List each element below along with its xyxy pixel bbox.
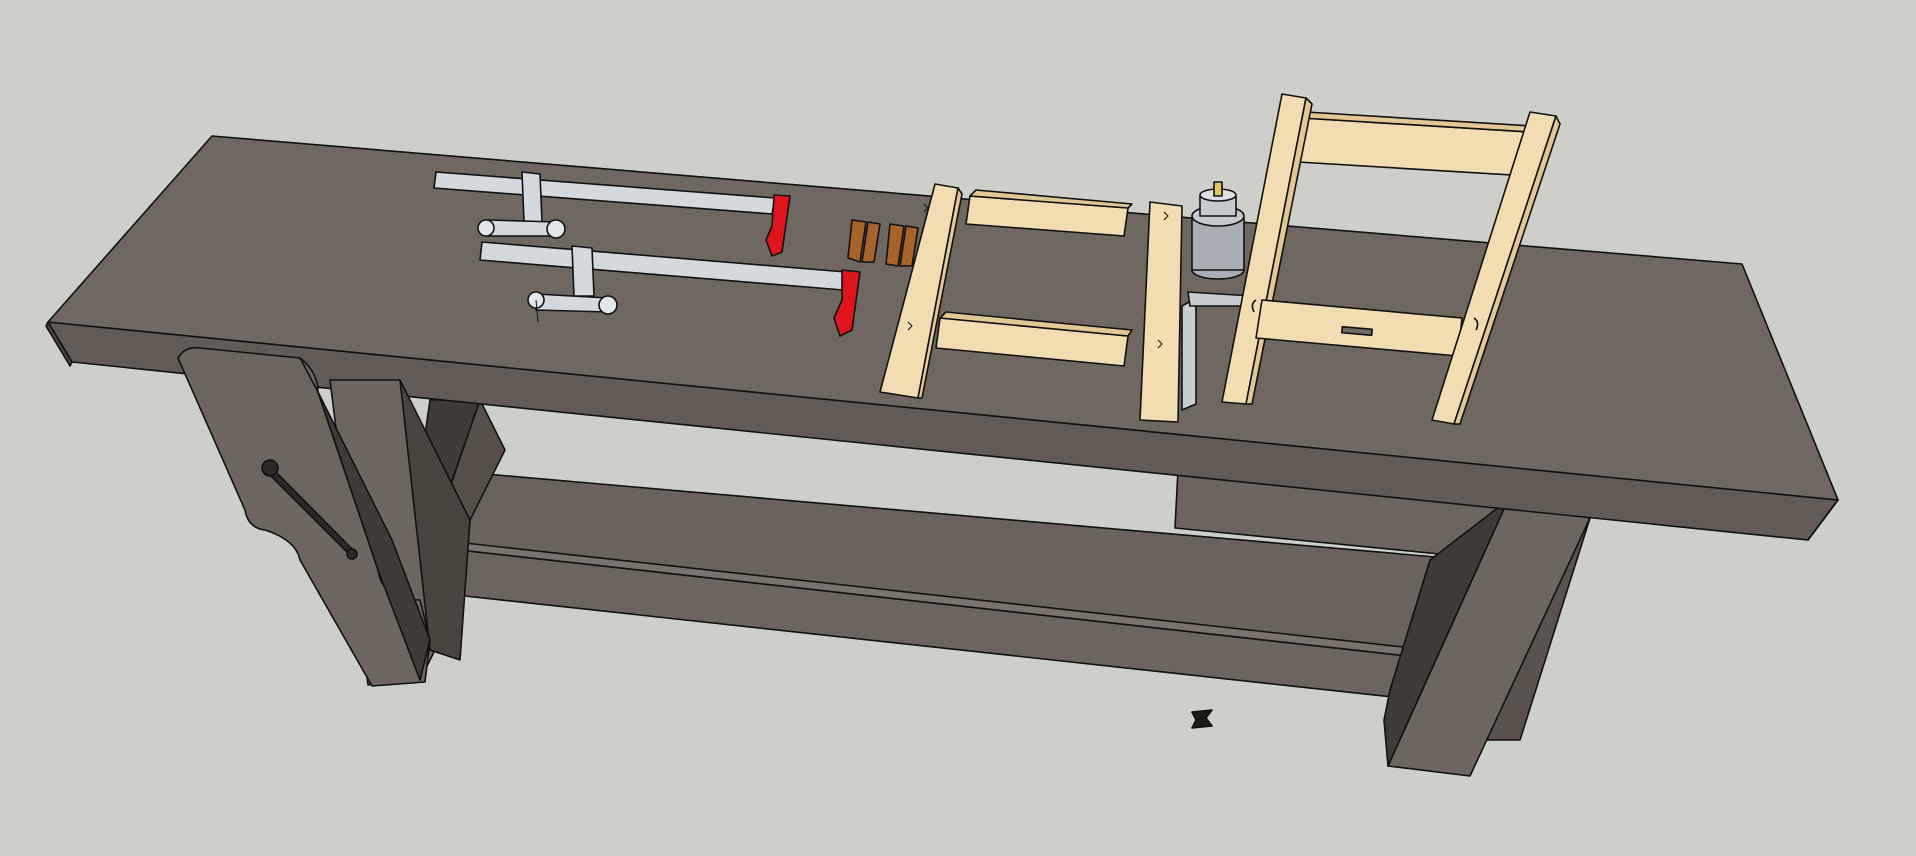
chair-rail-slot <box>1340 325 1374 337</box>
clamp-1-fixed-jaw <box>765 194 791 257</box>
clamp-2-pad-icon <box>598 295 618 315</box>
face-vise[interactable] <box>177 346 431 687</box>
glue-bottle[interactable] <box>1191 181 1245 280</box>
clamp-1-pad-icon <box>546 219 566 239</box>
vise-handle-knob-icon[interactable] <box>261 459 279 477</box>
spacer-1 <box>847 219 867 263</box>
square-blade <box>1181 297 1197 411</box>
clamp-2-fixed-jaw <box>833 269 861 337</box>
frame-lower-rail-top <box>939 311 1133 337</box>
spacer-2 <box>861 221 881 263</box>
frame-upper-rail-top <box>969 189 1133 209</box>
vise-handle-end-icon <box>346 548 358 560</box>
frame-assembly-left[interactable] <box>879 183 1183 423</box>
clamp-1-handle-icon[interactable] <box>477 219 495 237</box>
bar-clamp-1[interactable] <box>433 171 791 257</box>
bench-front-right-leg-side <box>1383 499 1509 767</box>
clamp-2-stem <box>535 299 539 323</box>
clamp-1-slide <box>521 171 543 223</box>
chair-right-post-side <box>1453 115 1561 425</box>
chair-clip-right-icon <box>1473 317 1479 331</box>
spacer-4 <box>899 225 919 267</box>
bench-front-left-leg-side <box>399 379 471 661</box>
butterfly-key-icon[interactable] <box>1191 709 1213 729</box>
spacer-3 <box>885 223 905 267</box>
wood-spacers[interactable] <box>847 219 919 267</box>
square-tool[interactable] <box>1181 291 1253 411</box>
butterfly-key[interactable] <box>1191 709 1213 729</box>
bench-top-left-end <box>45 321 73 367</box>
clamp-2-screw <box>535 293 609 313</box>
bar-clamp-2[interactable] <box>479 241 861 337</box>
clamp-2-slide <box>571 245 595 297</box>
bottle-nozzle <box>1213 181 1223 197</box>
frame-left-leg-side <box>917 187 963 399</box>
clamp-1-screw <box>487 219 557 237</box>
frame-right-leg <box>1139 201 1183 423</box>
chair-clip-left-icon <box>1251 299 1257 313</box>
chair-frame[interactable] <box>1221 93 1561 425</box>
frame-key-mark-icon <box>907 203 1169 349</box>
vise-chop-side <box>299 357 431 681</box>
